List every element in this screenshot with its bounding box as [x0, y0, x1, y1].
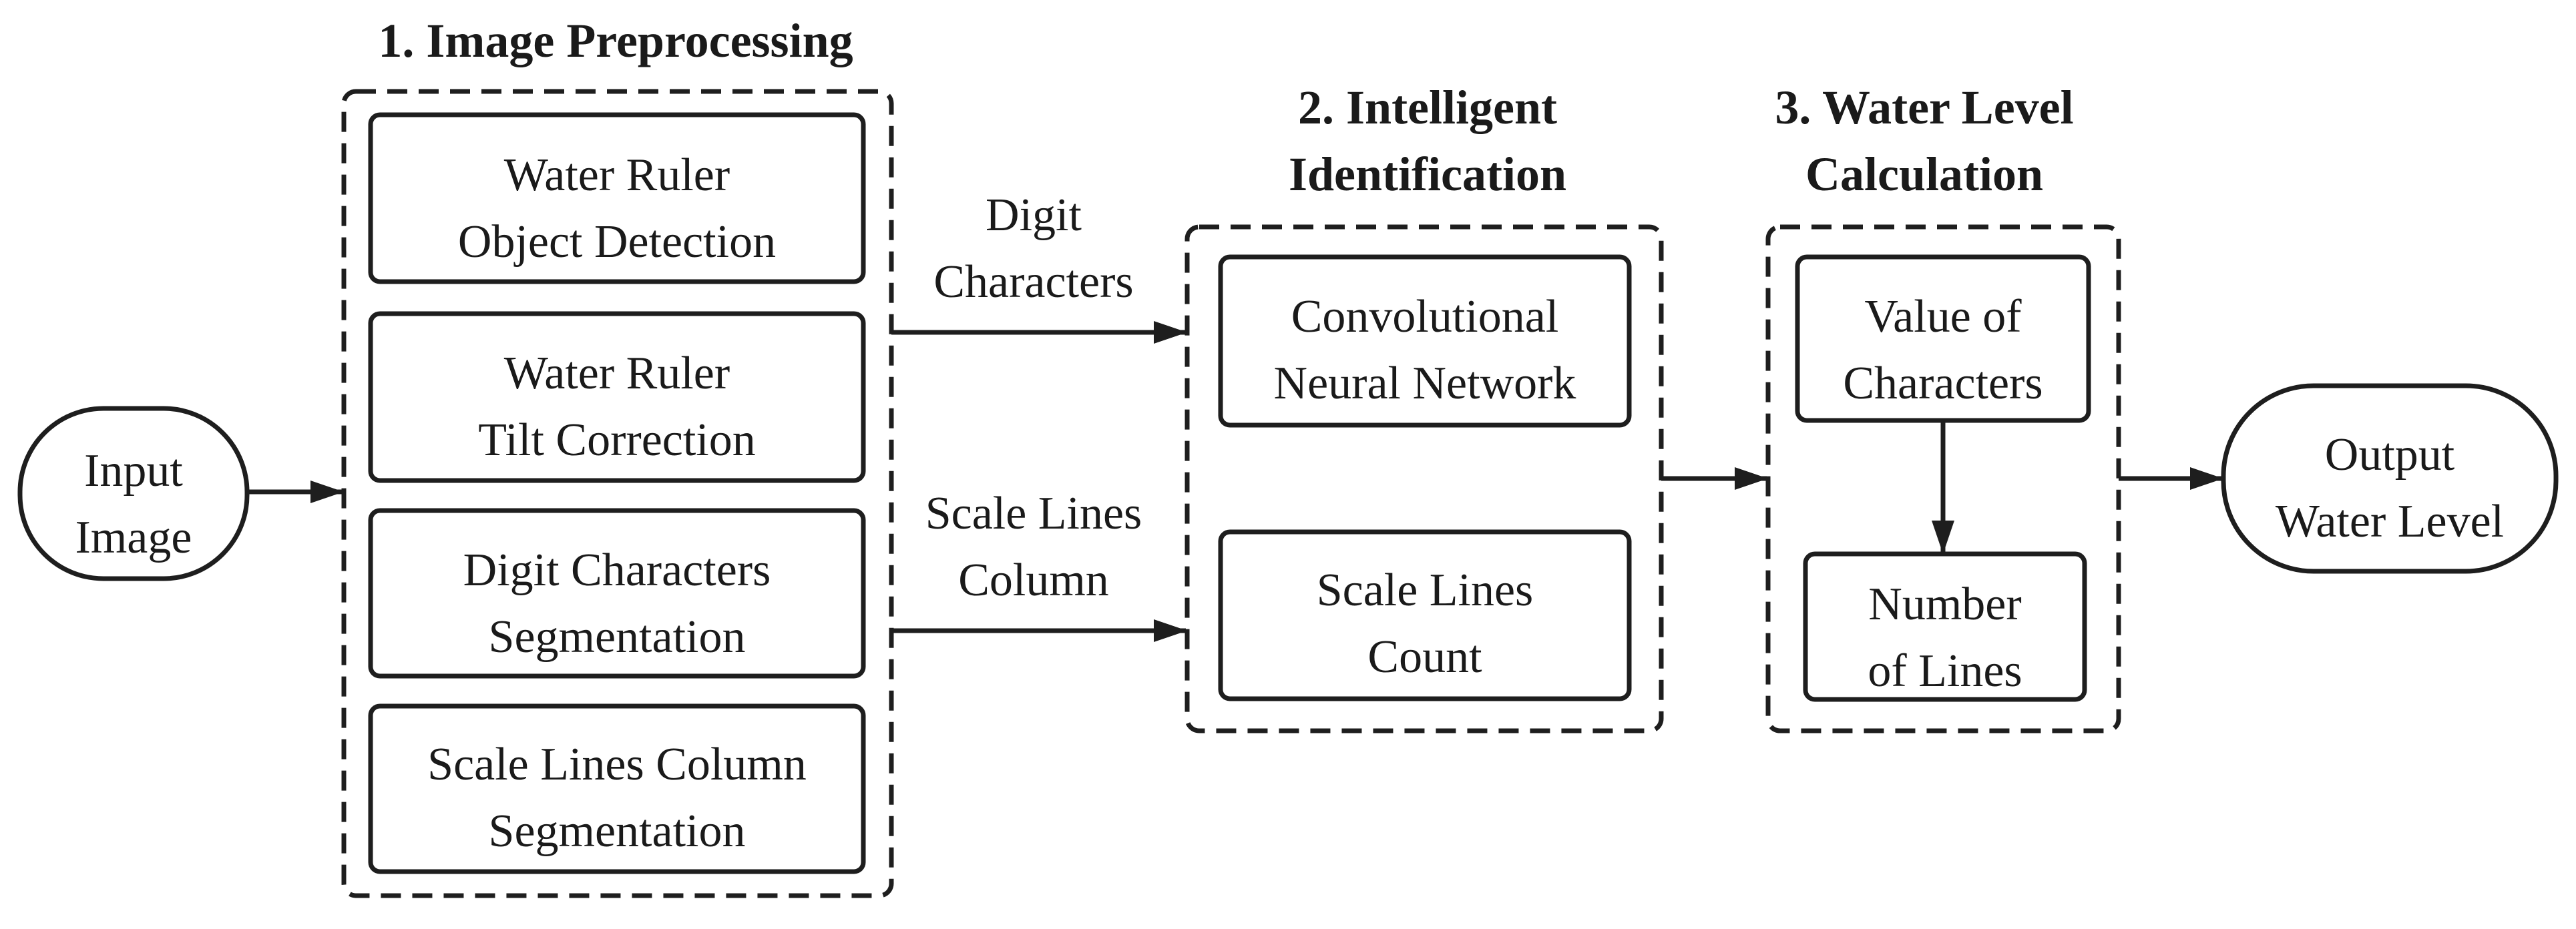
output-node-line1: Output: [2325, 429, 2455, 481]
input-node-line2: Image: [75, 512, 192, 563]
step-digit-segmentation-line2: Segmentation: [489, 611, 746, 663]
step-tilt-correction-line2: Tilt Correction: [478, 414, 756, 466]
step-scale-count-line2: Count: [1367, 631, 1482, 683]
step-scale-count: [1218, 529, 1632, 701]
step-number-of-lines-line1: Number: [1868, 579, 2021, 630]
step-cnn: [1218, 254, 1632, 428]
stage3-title-line1: 3. Water Level: [1775, 81, 2073, 134]
step-digit-segmentation-line1: Digit Characters: [463, 545, 771, 596]
edge-label-digits-line2: Characters: [933, 256, 1133, 308]
step-cnn-line2: Neural Network: [1274, 358, 1576, 409]
stage2-title-line2: Identification: [1289, 147, 1566, 201]
step-digit-segmentation: [368, 508, 866, 679]
step-scale-column-segmentation: [368, 703, 866, 874]
step-value-of-characters-line1: Value of: [1864, 291, 2022, 342]
stage3-title-line2: Calculation: [1805, 147, 2043, 201]
step-scale-column-segmentation-line1: Scale Lines Column: [427, 739, 807, 790]
step-value-of-characters-line2: Characters: [1843, 358, 2043, 409]
stage3-group: [1765, 224, 2121, 733]
step-object-detection: [368, 112, 866, 284]
stage1-title: 1. Image Preprocessing: [378, 14, 853, 67]
output-node-line2: Water Level: [2276, 496, 2504, 547]
step-object-detection-line1: Water Ruler: [504, 149, 730, 201]
edge-label-digits-line1: Digit: [986, 190, 1082, 241]
step-object-detection-line2: Object Detection: [458, 216, 776, 268]
input-node-line1: Input: [84, 445, 183, 497]
stage1-group: [341, 89, 894, 898]
stage2-title-line1: 2. Intelligent: [1298, 81, 1557, 134]
step-scale-column-segmentation-line2: Segmentation: [489, 806, 746, 857]
step-cnn-line1: Convolutional: [1291, 291, 1559, 342]
step-number-of-lines: [1803, 551, 2087, 702]
step-scale-count-line1: Scale Lines: [1317, 565, 1534, 616]
edge-label-scale-line1: Scale Lines: [925, 488, 1142, 539]
edge-label-scale-line2: Column: [958, 555, 1109, 606]
step-tilt-correction-line1: Water Ruler: [504, 348, 730, 399]
step-number-of-lines-line2: of Lines: [1868, 645, 2022, 697]
output-node: [2221, 383, 2559, 574]
step-tilt-correction: [368, 311, 866, 483]
